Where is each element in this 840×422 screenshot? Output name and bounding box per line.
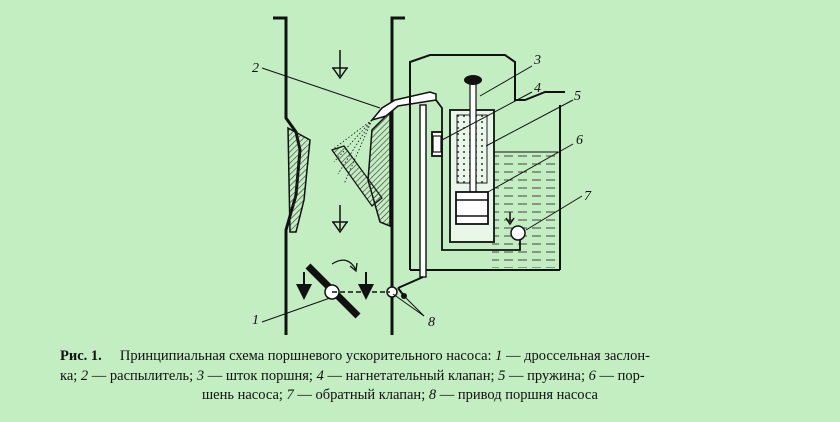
label-8: 8 — [428, 315, 435, 330]
caption-item-5-num: 5 — [498, 367, 506, 384]
caption-title: Принципиальная схема поршневого ускорите… — [119, 348, 492, 364]
sprayer — [369, 91, 437, 122]
piston — [455, 191, 489, 225]
leader-lines — [261, 65, 583, 323]
throttle-valve — [305, 259, 361, 319]
caption-item-3-text: — шток поршня; — [207, 367, 313, 384]
throttle-arrows — [296, 272, 374, 300]
caption-item-8-text: — привод поршня насоса — [439, 387, 598, 403]
figure-label: Рис. 1. — [60, 348, 102, 364]
venturi-left — [287, 126, 311, 233]
pump-drive — [397, 104, 427, 297]
caption-item-2-text: — распылитель; — [91, 367, 194, 384]
caption-item-6-text: — пор- — [599, 367, 645, 384]
deflector — [331, 145, 383, 207]
caption-item-6-cont: шень насоса; — [202, 387, 283, 403]
air-flow-arrow-top — [332, 50, 348, 80]
accelerator-pump-diagram: 2 3 4 5 6 7 1 8 — [252, 16, 592, 335]
venturi-right — [367, 110, 391, 228]
caption-item-6-num: 6 — [588, 367, 596, 384]
label-5: 5 — [574, 89, 581, 104]
caption-item-1-num: 1 — [495, 348, 503, 364]
discharge-valve — [432, 135, 442, 153]
caption-item-7-text: — обратный клапан; — [297, 387, 426, 403]
piston-rod — [469, 81, 477, 193]
caption-item-8-num: 8 — [428, 387, 437, 403]
label-7: 7 — [584, 189, 592, 204]
float-chamber — [409, 54, 565, 271]
linkage-joint-2 — [401, 293, 407, 299]
caption-item-5-text: — пружина; — [509, 367, 586, 384]
caption-item-2-num: 2 — [80, 367, 89, 384]
caption-item-4-text: — нагнетательный клапан; — [327, 367, 495, 384]
caption-item-1-cont: ка; — [60, 367, 78, 384]
label-2: 2 — [252, 61, 259, 76]
label-4: 4 — [534, 81, 541, 96]
air-flow-arrow-bottom — [332, 205, 348, 234]
check-valve — [505, 212, 526, 241]
caption-item-4-num: 4 — [316, 367, 324, 384]
caption-item-1-text: — дроссельная заслон- — [506, 348, 650, 364]
rod-knob — [464, 75, 482, 85]
caption-item-3-num: 3 — [196, 367, 205, 384]
label-3: 3 — [533, 53, 541, 68]
figure-caption: Рис. 1. Принципиальная схема поршневого … — [60, 347, 780, 406]
caption-item-7-num: 7 — [286, 387, 294, 403]
label-6: 6 — [576, 133, 583, 148]
label-1: 1 — [252, 313, 259, 328]
